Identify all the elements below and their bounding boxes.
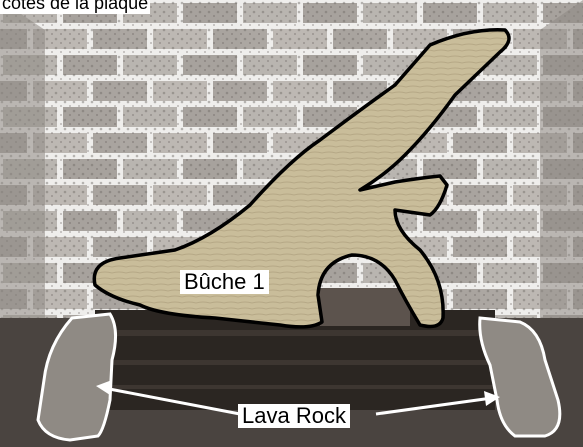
right-side-wall [540,0,583,360]
lava-rock-label: Lava Rock [238,404,350,428]
left-side-wall [0,0,45,360]
log-label: Bûche 1 [180,270,269,294]
top-caption: cotés de la plaque [0,0,150,14]
